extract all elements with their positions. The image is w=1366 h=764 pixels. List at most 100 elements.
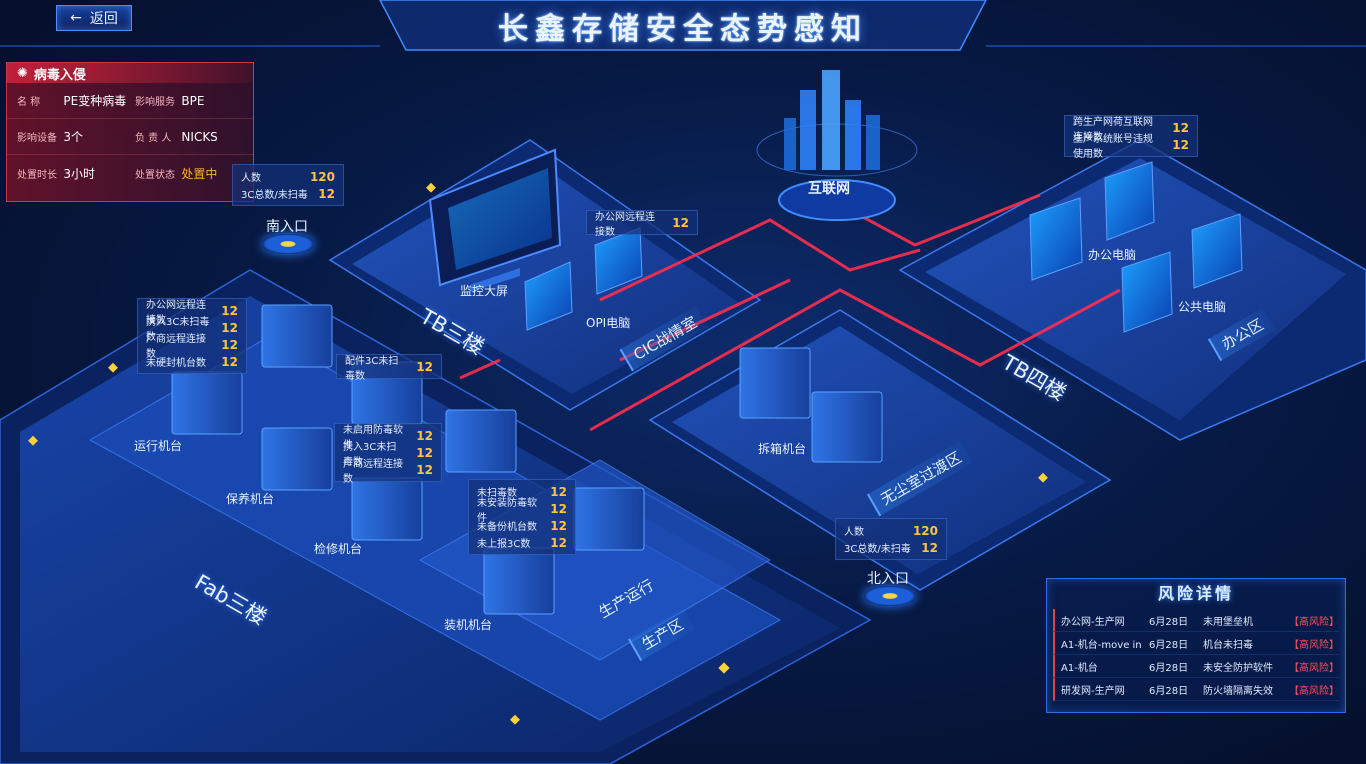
card-value: 12 bbox=[550, 501, 567, 516]
virus-name-label: 名 称 bbox=[17, 97, 41, 108]
run-machine-label: 运行机台 bbox=[134, 439, 183, 453]
monitor-screen bbox=[428, 148, 562, 292]
card-row: 未安装防毒软件 12 bbox=[477, 498, 567, 524]
card-row: 未硬封机台数 12 bbox=[146, 353, 238, 370]
card-value: 12 bbox=[1172, 137, 1189, 152]
monitor-label: 监控大屏 bbox=[460, 284, 509, 298]
risk-event: 未安全防护软件 bbox=[1203, 662, 1273, 674]
opi-pc-label: OPI电脑 bbox=[586, 316, 631, 330]
card-row: 跨生产网荷互联网连接数 12 bbox=[1073, 117, 1189, 143]
card-row: 携入3C未扫毒数 12 bbox=[343, 442, 433, 468]
north-entry-marker[interactable] bbox=[864, 586, 916, 606]
card-label: 未备份机台数 bbox=[477, 522, 537, 533]
card-label: 人数 bbox=[844, 527, 864, 538]
fab3-floor bbox=[0, 269, 872, 764]
risk-source: 研发网-生产网 bbox=[1061, 685, 1125, 697]
card-value: 12 bbox=[550, 535, 567, 550]
virus-row: 影响设备 3个 负 责 人 NICKS bbox=[7, 119, 253, 155]
back-label: 返回 bbox=[89, 11, 118, 27]
assembly-card: 未扫毒数 12 未安装防毒软件 12 未备份机台数 12 未上报3C数 12 bbox=[468, 479, 576, 555]
risk-row[interactable]: A1-机台-move in 6月28日 机台未扫毒 【高风险】 bbox=[1053, 632, 1339, 655]
risk-date: 6月28日 bbox=[1149, 639, 1189, 651]
risk-event: 机台未扫毒 bbox=[1203, 639, 1253, 651]
arrow-left-icon: ← bbox=[70, 10, 82, 26]
card-value: 12 bbox=[921, 540, 938, 555]
risk-row[interactable]: A1-机台 6月28日 未安全防护软件 【高风险】 bbox=[1053, 655, 1339, 678]
card-value: 12 bbox=[416, 428, 433, 443]
repair-machine-label: 检修机台 bbox=[314, 542, 363, 556]
page-title: 长鑫存储安全态势感知 bbox=[498, 12, 868, 47]
risk-level: 【高风险】 bbox=[1289, 639, 1339, 651]
risk-event: 防火墙隔离失效 bbox=[1203, 685, 1273, 697]
card-value: 12 bbox=[672, 215, 689, 230]
assembly-machine-label: 装机机台 bbox=[444, 618, 493, 632]
pc-group bbox=[524, 161, 1243, 333]
virus-name-value: PE变种病毒 bbox=[63, 94, 127, 108]
back-button[interactable]: ← 返回 bbox=[56, 5, 132, 31]
virus-owner-label: 负 责 人 bbox=[135, 133, 172, 144]
card-row: 办公网远程连接数 12 bbox=[146, 300, 238, 326]
card-label: 跨生产网荷互联网连接数 bbox=[1073, 116, 1153, 143]
card-value: 12 bbox=[416, 359, 433, 374]
virus-panel: ✺ 病毒入侵 名 称 PE变种病毒 影响服务 BPE 影响设备 3个 负 责 人… bbox=[6, 62, 254, 202]
card-label: 未硬封机台数 bbox=[146, 358, 206, 369]
card-value: 12 bbox=[550, 484, 567, 499]
virus-status-label: 处置状态 bbox=[135, 169, 175, 181]
internet-label: 互联网 bbox=[808, 181, 850, 197]
risk-row[interactable]: 研发网-生产网 6月28日 防火墙隔离失效 【高风险】 bbox=[1053, 678, 1339, 701]
virus-icon: ✺ bbox=[17, 65, 28, 81]
card-label: 配件3C未扫毒数 bbox=[345, 355, 399, 382]
card-label: 办公网远程连接数 bbox=[595, 211, 655, 238]
card-value: 12 bbox=[221, 337, 238, 352]
card-label: 携入3C未扫毒数 bbox=[146, 316, 210, 343]
card-label: 未扫毒数 bbox=[477, 488, 517, 499]
south-entry-marker[interactable] bbox=[262, 234, 314, 254]
card-value: 12 bbox=[550, 518, 567, 533]
card-value: 12 bbox=[221, 354, 238, 369]
virus-panel-title: 病毒入侵 bbox=[33, 67, 86, 83]
risk-panel-title: 风险详情 bbox=[1157, 584, 1234, 603]
virus-duration-value: 3小时 bbox=[63, 166, 96, 181]
risk-source: A1-机台 bbox=[1061, 662, 1098, 674]
card-label: 未上报3C数 bbox=[477, 539, 531, 550]
north-entry-label: 北入口 bbox=[867, 571, 909, 587]
card-value: 12 bbox=[416, 462, 433, 477]
card-row: 配件3C未扫毒数 12 bbox=[345, 356, 433, 382]
beacon-group bbox=[28, 182, 1048, 725]
risk-source: A1-机台-move in bbox=[1061, 639, 1142, 651]
card-label: 携入3C未扫毒数 bbox=[343, 441, 397, 468]
virus-panel-header: ✺ 病毒入侵 bbox=[7, 63, 253, 83]
virus-row: 处置时长 3小时 处置状态 处置中 bbox=[7, 155, 253, 191]
virus-duration-label: 处置时长 bbox=[17, 169, 57, 181]
config-card: 配件3C未扫毒数 12 bbox=[336, 354, 442, 382]
virus-service-value: BPE bbox=[181, 93, 205, 108]
risk-source: 办公网-生产网 bbox=[1061, 616, 1125, 628]
card-label: 未安装防毒软件 bbox=[477, 497, 537, 524]
risk-level: 【高风险】 bbox=[1289, 685, 1339, 697]
risk-row[interactable]: 办公网-生产网 6月28日 未用堡垒机 【高风险】 bbox=[1053, 609, 1339, 632]
card-label: 办公网远程连接数 bbox=[146, 299, 206, 326]
risk-level: 【高风险】 bbox=[1289, 616, 1339, 628]
card-value: 12 bbox=[1172, 120, 1189, 135]
card-value: 12 bbox=[221, 303, 238, 318]
card-value: 12 bbox=[318, 186, 335, 201]
south-entry-label: 南入口 bbox=[266, 219, 308, 235]
card-value: 12 bbox=[416, 445, 433, 460]
title-frame bbox=[0, 0, 1366, 51]
card-label: 人数 bbox=[241, 173, 261, 184]
virus-service-label: 影响服务 bbox=[135, 97, 175, 108]
tb3-office-card: 办公网远程连接数 12 bbox=[586, 210, 698, 238]
card-row: 未备份机台数 12 bbox=[477, 517, 567, 534]
virus-device-label: 影响设备 bbox=[17, 133, 57, 144]
unpack-machine-label: 拆箱机台 bbox=[758, 442, 807, 456]
card-row: 未上报3C数 12 bbox=[477, 534, 567, 551]
